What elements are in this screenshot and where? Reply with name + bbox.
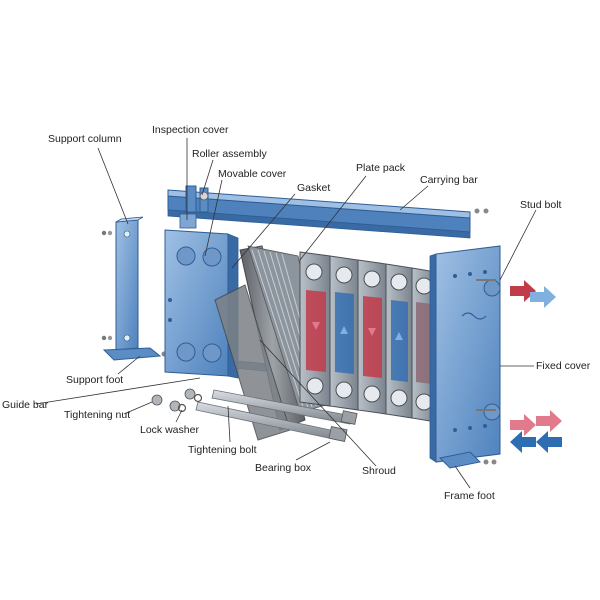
fixed-cover (429, 245, 501, 463)
label-gasket: Gasket (297, 182, 330, 194)
bearing-box (328, 425, 348, 443)
labels: Support column Inspection cover Roller a… (2, 124, 591, 502)
cold-arrow-in-2 (536, 431, 562, 453)
label-inspection-cover: Inspection cover (152, 124, 229, 136)
hot-arrow-out (510, 280, 536, 302)
lock-washers (177, 393, 203, 413)
label-stud-bolt: Stud bolt (520, 199, 562, 211)
movable-cover (164, 229, 239, 379)
label-frame-foot: Frame foot (444, 490, 495, 502)
tightening-nuts (151, 388, 196, 412)
label-lock-washer: Lock washer (140, 424, 199, 436)
plate-3 (357, 259, 387, 415)
label-tightening-bolt: Tightening bolt (188, 444, 257, 456)
label-carrying-bar: Carrying bar (420, 174, 478, 186)
label-tightening-nut: Tightening nut (64, 409, 130, 421)
hot-arrow-in-2 (536, 410, 562, 432)
roller-assembly (185, 185, 209, 213)
support-foot (102, 347, 167, 361)
label-fixed-cover: Fixed cover (536, 360, 591, 372)
leader-lines (35, 138, 537, 489)
hot-arrow-in (510, 414, 536, 436)
label-movable-cover: Movable cover (218, 168, 287, 180)
support-column (101, 216, 144, 351)
cold-arrow-in (510, 431, 536, 453)
label-plate-pack: Plate pack (356, 162, 406, 174)
label-roller-assembly: Roller assembly (192, 148, 267, 160)
plate-1 (299, 251, 331, 407)
exploded-plates (299, 251, 437, 423)
plate-4 (385, 263, 413, 419)
cold-arrow-out (530, 286, 556, 308)
label-support-column: Support column (48, 133, 122, 145)
label-shroud: Shroud (362, 465, 396, 477)
stud-bolts (476, 279, 496, 411)
plate-2 (329, 255, 359, 411)
label-guide-bar: Guide bar (2, 399, 49, 411)
inspection-cover (179, 213, 197, 229)
label-support-foot: Support foot (66, 374, 123, 386)
frame-foot (438, 451, 497, 469)
label-bearing-box: Bearing box (255, 462, 312, 474)
carrying-bar (167, 189, 489, 239)
flow-arrows (510, 280, 562, 453)
